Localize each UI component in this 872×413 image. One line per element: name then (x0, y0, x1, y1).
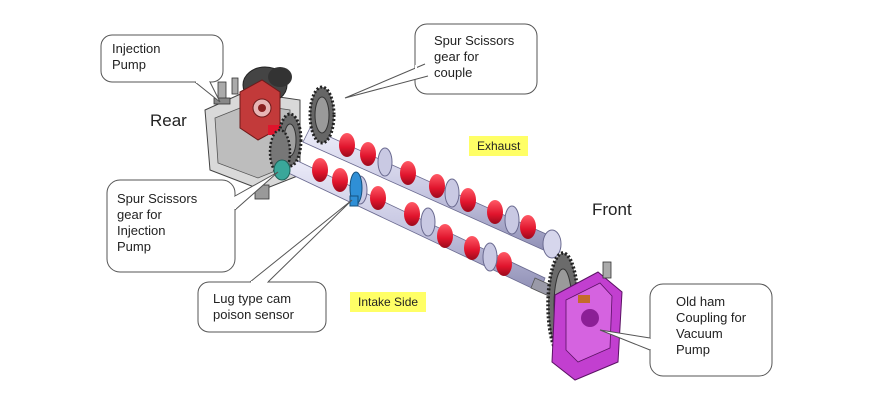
intake-camshaft (279, 154, 576, 307)
exhaust-cam-lobe-3 (400, 161, 416, 185)
callout-lug-sensor-bubble (197, 199, 353, 333)
injection-pump (204, 66, 301, 200)
exhaust-cam-lobe-5 (460, 188, 476, 212)
exhaust-cam-lobe-7 (520, 215, 536, 239)
intake-cam-lobe-3 (370, 186, 386, 210)
callout-lug-sensor: Lug type cam poison sensor (213, 291, 294, 322)
intake-side-label: Intake Side (350, 292, 427, 312)
front-label: Front (592, 200, 632, 219)
exhaust-cam-lobe-4 (429, 174, 445, 198)
callout-spur-couple-bubble (344, 23, 538, 99)
intake-cam-lobe-7 (496, 252, 512, 276)
lug-cam-sensor (349, 171, 363, 207)
intake-cam-lobe-5 (437, 224, 453, 248)
callout-injection-pump-bubble (100, 34, 224, 103)
callout-spur-injection: Spur Scissors gear for Injection Pump (117, 191, 198, 254)
exhaust-camshaft (302, 127, 562, 259)
spur-gear-injection (268, 112, 303, 181)
callout-spur-injection-bubble (106, 171, 279, 273)
intake-cam-lobe-4 (404, 202, 420, 226)
rear-label: Rear (150, 111, 187, 130)
intake-cam-lobe-2 (332, 168, 348, 192)
exhaust-label: Exhaust (469, 136, 529, 156)
exhaust-cam-lobe-1 (339, 133, 355, 157)
callout-oldham: Old ham Coupling for Vacuum Pump (676, 294, 747, 357)
callout-spur-couple: Spur Scissors gear for couple (434, 33, 515, 80)
intake-cam-lobe-1 (312, 158, 328, 182)
spur-gear-couple (308, 85, 336, 145)
exhaust-cam-lobe-2 (360, 142, 376, 166)
callout-injection-pump: Injection Pump (112, 41, 161, 72)
intake-cam-lobe-6 (464, 236, 480, 260)
exhaust-cam-lobe-6 (487, 200, 503, 224)
vacuum-pump (551, 261, 623, 381)
callout-oldham-bubble (599, 283, 773, 377)
